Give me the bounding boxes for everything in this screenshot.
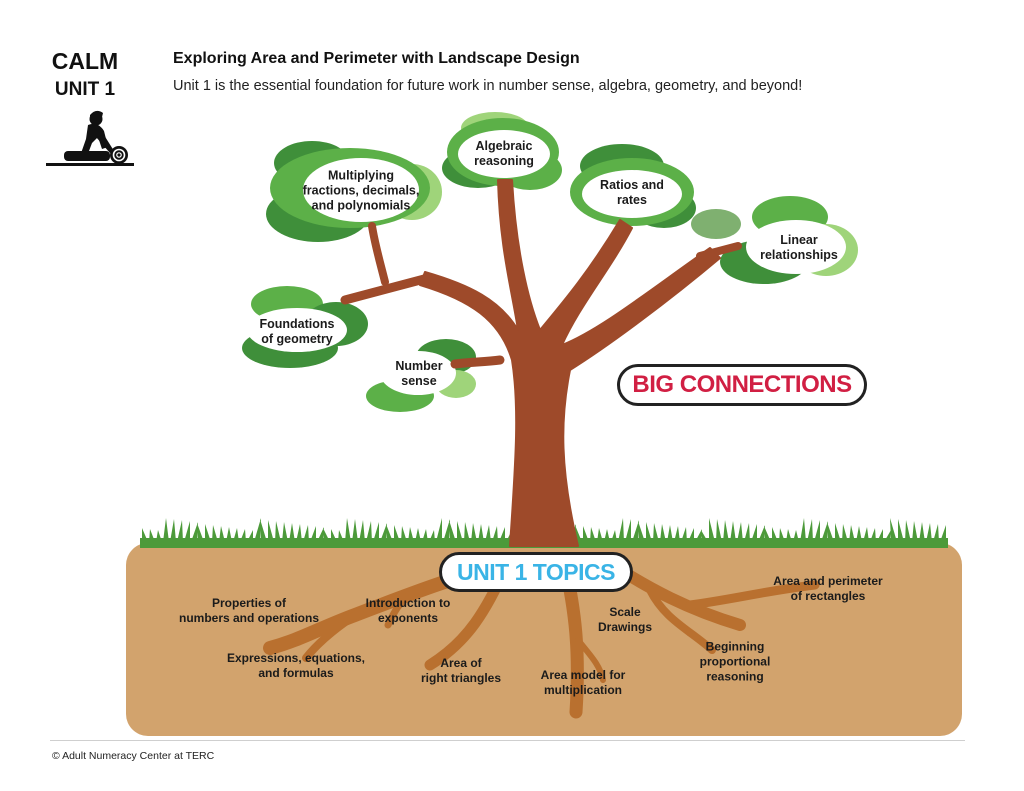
root-label-exponents: Introduction to exponents bbox=[365, 596, 451, 625]
root-label-scale: Scale Drawings bbox=[597, 605, 652, 634]
root-label-proportional: Beginning proportional reasoning bbox=[699, 639, 771, 684]
root-label-expressions: Expressions, equations, and formulas bbox=[226, 651, 366, 680]
tree-trunk bbox=[340, 179, 742, 547]
page-title: Exploring Area and Perimeter with Landsc… bbox=[173, 50, 580, 67]
leaf-label-number-sense: Number sense bbox=[395, 359, 443, 388]
big-connections-badge: BIG CONNECTIONS bbox=[617, 364, 867, 406]
leaf-cluster-ratios bbox=[570, 144, 696, 228]
leaf-cluster-linear bbox=[691, 196, 858, 284]
footer-divider bbox=[50, 740, 965, 741]
root-label-triangles: Area of right triangles bbox=[420, 656, 501, 685]
copyright-text: © Adult Numeracy Center at TERC bbox=[52, 750, 215, 762]
root-label-area-perimeter: Area and perimeter of rectangles bbox=[773, 574, 883, 603]
leaf-cluster-multiplying bbox=[266, 141, 442, 242]
leaf-label-ratios: Ratios and rates bbox=[600, 178, 664, 207]
leaf-label-geometry: Foundations of geometry bbox=[259, 317, 335, 346]
leaf-label-algebraic: Algebraic reasoning bbox=[474, 139, 534, 168]
leaf-cluster-number-sense bbox=[366, 339, 476, 412]
root-label-properties: Properties of numbers and operations bbox=[178, 596, 320, 625]
leaf-label-multiplying: Multiplying fractions, decimals, and pol… bbox=[302, 168, 420, 213]
leaf-cluster-algebraic bbox=[442, 112, 562, 190]
page-subtitle: Unit 1 is the essential foundation for f… bbox=[173, 78, 803, 94]
unit-topics-badge: UNIT 1 TOPICS bbox=[439, 552, 633, 592]
person-rolling-sod-icon bbox=[46, 110, 134, 166]
root-label-area-model: Area model for multiplication bbox=[540, 668, 626, 697]
brand-unit: UNIT 1 bbox=[54, 79, 116, 100]
leaf-cluster-geometry bbox=[242, 286, 368, 368]
brand-title: CALM bbox=[51, 48, 119, 74]
leaf-label-linear: Linear relationships bbox=[760, 233, 838, 262]
